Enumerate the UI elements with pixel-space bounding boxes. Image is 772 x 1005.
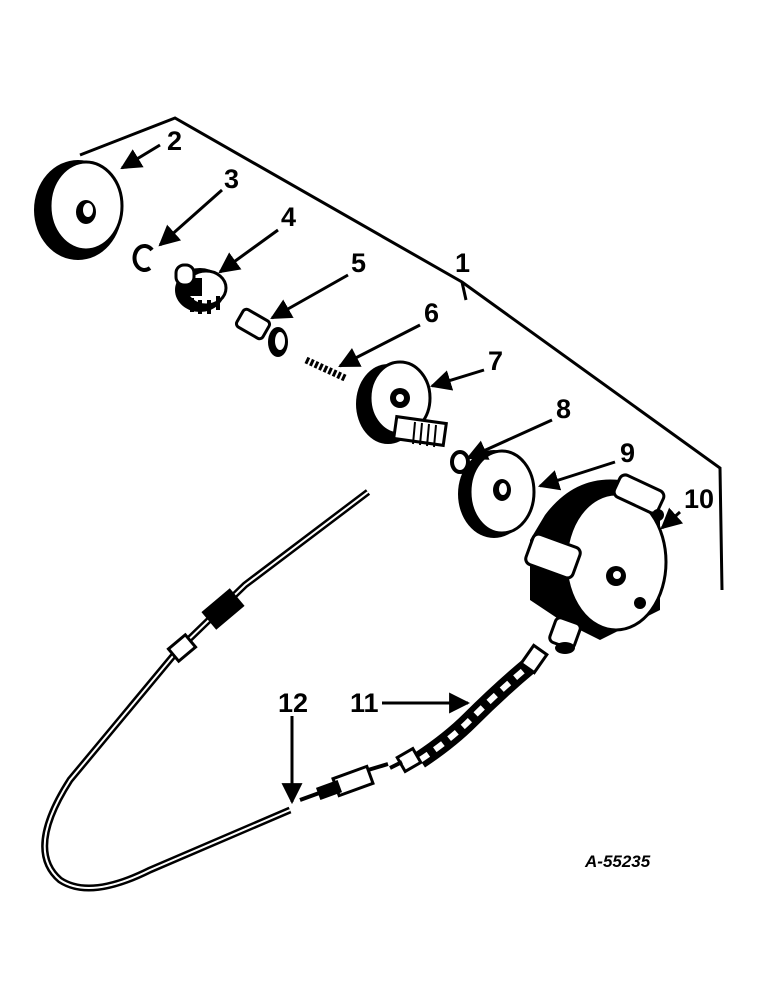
part-12-drive-cable [41,489,389,892]
part-2-cover-disc [34,160,124,260]
part-3-snap-ring [132,244,154,272]
callout-1: 1 [455,248,470,278]
assembly-bracket [79,116,724,591]
callout-6: 6 [424,298,439,328]
callout-2: 2 [167,126,182,156]
callout-5: 5 [351,248,366,278]
part-7-drive-housing [356,360,448,448]
part-11-cable-housing [389,643,549,774]
callout-8: 8 [556,394,571,424]
callout-3: 3 [224,164,239,194]
callout-12: 12 [278,688,308,718]
callout-9: 9 [620,438,635,468]
part-4-gear [174,263,228,314]
part-9-gasket-plate [458,449,536,538]
callout-11: 11 [350,688,379,718]
callout-4: 4 [281,202,296,232]
part-5-pinion-shaft [234,307,288,357]
figure-id: A-55235 [584,852,651,871]
callout-10: 10 [684,484,714,514]
callout-7: 7 [488,346,503,376]
leader-lines [120,143,684,805]
part-8-washer [450,450,470,474]
part-10-gear-case [524,473,668,654]
part-6-pin [304,356,347,382]
